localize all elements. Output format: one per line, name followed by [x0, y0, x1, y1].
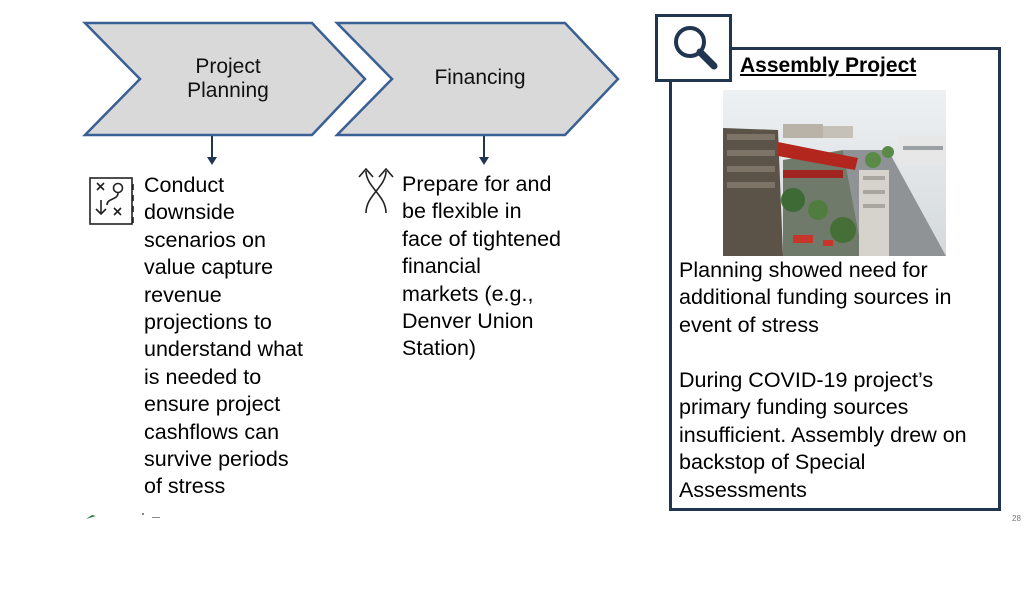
planning-description: Conduct downside scenarios on value capt…: [144, 172, 334, 501]
text-line: backstop of Special: [679, 450, 866, 475]
text-line: understand what: [144, 337, 303, 362]
page-number: 28: [1012, 514, 1021, 523]
text-line: ensure project: [144, 392, 281, 417]
text-line: Denver Union: [402, 309, 534, 334]
connector-arrowhead-1: [207, 157, 217, 165]
text-line: survive periods: [144, 447, 289, 472]
case-paragraph-1: Planning showed need for additional fund…: [679, 257, 997, 339]
text-line: revenue: [144, 282, 222, 307]
step-label-line: Planning: [187, 79, 269, 102]
text-line: Conduct: [144, 173, 225, 197]
text-line: cashflows can: [144, 419, 280, 444]
text-line: face of tightened: [402, 226, 561, 251]
text-line: Assessments: [679, 477, 807, 502]
text-line: event of stress: [679, 312, 819, 337]
text-line: downside: [144, 200, 235, 225]
text-line: scenarios on: [144, 227, 266, 252]
text-line: insufficient. Assembly drew on: [679, 422, 967, 447]
text-line: Station): [402, 336, 477, 361]
connector-arrowhead-2: [479, 157, 489, 165]
magnifier-box: [655, 14, 732, 82]
step-label-financing: Financing: [434, 66, 526, 89]
text-line: is needed to: [144, 364, 262, 389]
text-line: projections to: [144, 310, 272, 335]
text-line: value capture: [144, 255, 274, 280]
text-line: be flexible in: [402, 199, 522, 224]
text-line: additional funding sources in: [679, 285, 952, 310]
text-line: financial: [402, 254, 481, 279]
process-chevrons: [82, 21, 620, 165]
text-line: primary funding sources: [679, 395, 909, 420]
step-label-project-planning: Project Planning: [168, 55, 288, 103]
assembly-row-aerial-photo: [723, 90, 946, 256]
text-line: Prepare for and: [402, 172, 552, 196]
financing-description: Prepare for and be flexible in face of t…: [402, 171, 602, 363]
case-study-title: Assembly Project: [740, 54, 917, 77]
flexible-arrows-icon: [358, 167, 394, 214]
step-label-line: Project: [195, 55, 261, 78]
text-line: Planning showed need for: [679, 258, 928, 282]
text-line: During COVID-19 project’s: [679, 368, 934, 392]
magnifier-icon: [674, 26, 718, 70]
case-paragraph-2: During COVID-19 project’s primary fundin…: [679, 367, 997, 504]
chevron-project-planning: [82, 21, 367, 137]
footer-logo-icon: [86, 513, 160, 519]
text-line: markets (e.g.,: [402, 281, 534, 306]
text-line: of stress: [144, 474, 226, 499]
strategy-plan-icon: [89, 177, 134, 225]
chevron-financing: [334, 21, 620, 137]
